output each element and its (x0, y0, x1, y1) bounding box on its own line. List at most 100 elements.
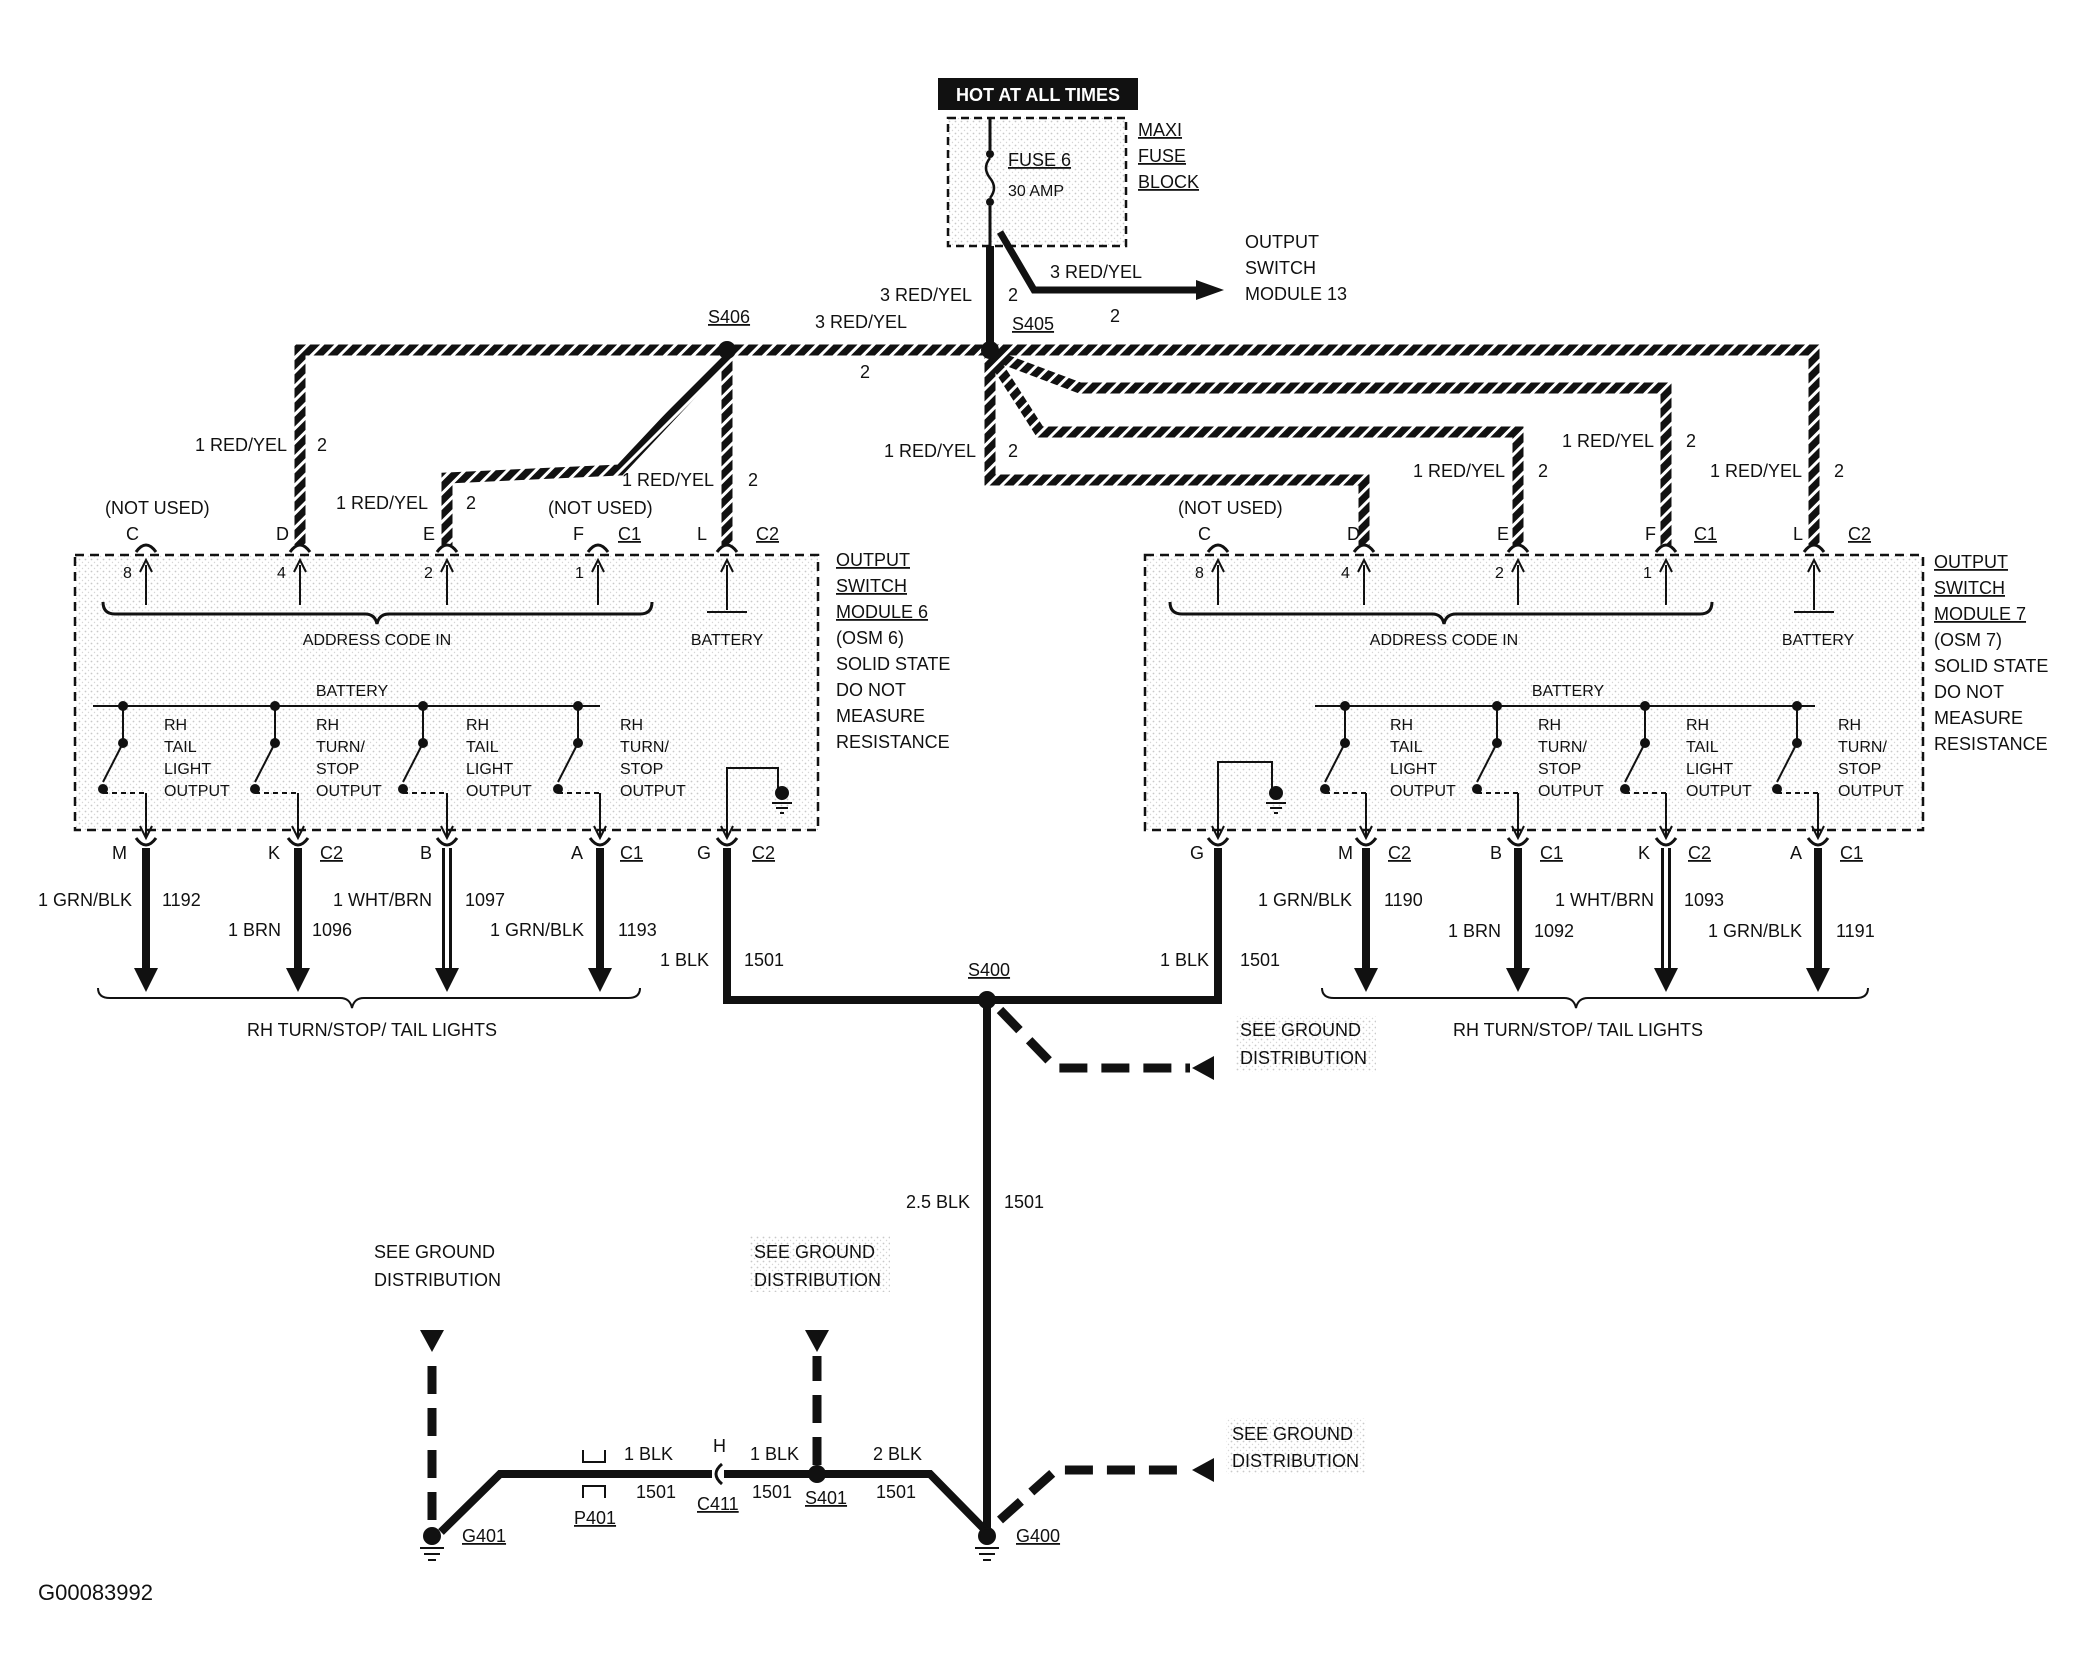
svg-text:OUTPUT: OUTPUT (466, 783, 532, 800)
osm7-lights-brace (1321, 987, 1869, 1009)
osm13-wire-label: 3 RED/YEL (1050, 262, 1142, 282)
osm7-conn-c1-top: C1 (1694, 524, 1717, 544)
osm7-tail-label-2: RH TAIL LIGHT OUTPUT (1686, 717, 1752, 800)
svg-text:OUTPUT: OUTPUT (620, 783, 686, 800)
osm13-line-3: MODULE 13 (1245, 284, 1347, 304)
osm7-pin-k: K (1638, 843, 1650, 863)
s400-ground-distribution-arrow (1192, 1056, 1214, 1080)
g400-ground-icon (975, 1527, 999, 1561)
svg-text:MEASURE: MEASURE (836, 706, 925, 726)
osm6-pin-k: K (268, 843, 280, 863)
osm7-addr-2: 2 (1495, 565, 1504, 582)
g401-label: G401 (462, 1526, 506, 1546)
s401-see-ground-2: DISTRIBUTION (754, 1270, 881, 1290)
svg-text:STOP: STOP (620, 761, 663, 778)
svg-text:RH: RH (466, 717, 489, 734)
svg-text:TAIL: TAIL (164, 739, 197, 756)
osm7-module: (NOT USED) C D E F L C1 C2 8 4 2 1 ADDRE… (1143, 498, 2048, 1040)
osm7-addr-4: 4 (1341, 565, 1350, 582)
splice-s401-label: S401 (805, 1488, 847, 1508)
osm6-lights-label: RH TURN/STOP/ TAIL LIGHTS (247, 1020, 497, 1040)
osm7-ground-wire (990, 848, 1222, 1004)
p401-symbol (582, 1450, 606, 1498)
osm6-pin-m: M (112, 843, 127, 863)
osm13-wire-circuit: 2 (1110, 306, 1120, 326)
osm6-out-m-circuit: 1192 (162, 890, 201, 910)
osm7-title: OUTPUT SWITCH MODULE 7 (OSM 7) SOLID STA… (1934, 552, 2048, 754)
osm6-out-k-wire: 1 BRN (228, 920, 281, 940)
svg-text:RH: RH (1538, 717, 1561, 734)
splice-s405 (981, 341, 999, 359)
osm7-address-code-label: ADDRESS CODE IN (1370, 632, 1518, 649)
g400-see-ground-2: DISTRIBUTION (1232, 1451, 1359, 1471)
s406-link-wire-circuit: 2 (860, 362, 870, 382)
hot-at-all-times-label: HOT AT ALL TIMES (956, 85, 1120, 105)
svg-text:SOLID STATE: SOLID STATE (836, 654, 950, 674)
osm6-ground-wire-label: 1 BLK (660, 950, 709, 970)
g400-label: G400 (1016, 1526, 1060, 1546)
osm7-turn-label-2: RH TURN/ STOP OUTPUT (1838, 717, 1904, 800)
osm6-tail-label-2: RH TAIL LIGHT OUTPUT (466, 717, 532, 800)
osm6-pin-f: F (573, 524, 584, 544)
osm6-not-used-left: (NOT USED) (105, 498, 210, 518)
osm6-pin-b: B (420, 843, 432, 863)
svg-text:SWITCH: SWITCH (836, 576, 907, 596)
osm6-ground-wire-circuit: 1501 (744, 950, 784, 970)
osm6-module: (NOT USED) (NOT USED) C D E F L C1 C2 8 … (38, 498, 950, 1040)
fuse-block-line-1: MAXI (1138, 120, 1182, 140)
osm6-battery-top-label: BATTERY (691, 632, 764, 649)
svg-text:OUTPUT: OUTPUT (1390, 783, 1456, 800)
feed-label-s405-down: 1 RED/YEL (884, 441, 976, 461)
osm7-pin-m: M (1338, 843, 1353, 863)
svg-text:(OSM 6): (OSM 6) (836, 628, 904, 648)
feed-label-osm6-d: 1 RED/YEL (195, 435, 287, 455)
osm6-lights-brace (97, 987, 641, 1009)
osm6-addr-8: 8 (123, 565, 132, 582)
osm6-internal-ground-icon (720, 767, 792, 841)
osm7-pin-b: B (1490, 843, 1502, 863)
svg-text:TURN/: TURN/ (316, 739, 365, 756)
g400-ground-distribution-wire (997, 1465, 1190, 1524)
osm7-not-used: (NOT USED) (1178, 498, 1283, 518)
svg-text:MEASURE: MEASURE (1934, 708, 2023, 728)
s400-ground-distribution-wire (996, 1006, 1190, 1073)
feed-circuit-osm7-d: 2 (1538, 461, 1548, 481)
osm6-out-a-wire: 1 GRN/BLK (490, 920, 584, 940)
osm6-out-b-wire: 1 WHT/BRN (333, 890, 432, 910)
osm6-terminal-e (435, 543, 459, 553)
osm7-terminal-d (1352, 543, 1376, 553)
s401-wire-circuit: 1501 (752, 1482, 792, 1502)
svg-text:OUTPUT: OUTPUT (164, 783, 230, 800)
feed-circuit-osm6-l: 2 (748, 470, 758, 490)
wire-to-osm13 (996, 230, 1200, 294)
g401-see-ground-1: SEE GROUND (374, 1242, 495, 1262)
svg-text:STOP: STOP (316, 761, 359, 778)
feed-circuit-osm6-e: 2 (466, 493, 476, 513)
osm7-terminal-e (1506, 543, 1530, 553)
osm7-out-b-wire: 1 BRN (1448, 921, 1501, 941)
svg-text:RH: RH (316, 717, 339, 734)
osm7-pin-a: A (1790, 843, 1802, 863)
osm6-conn-c2-bottom: C2 (752, 843, 775, 863)
s401-see-ground-1: SEE GROUND (754, 1242, 875, 1262)
svg-text:DO NOT: DO NOT (1934, 682, 2004, 702)
osm7-out-m-circuit: 1190 (1384, 890, 1423, 910)
osm7-battery-bus-label: BATTERY (1532, 683, 1605, 700)
fuse-rating: 30 AMP (1008, 183, 1064, 200)
svg-text:RESISTANCE: RESISTANCE (1934, 734, 2048, 754)
splice-s401 (808, 1465, 826, 1483)
svg-text:RH: RH (620, 717, 643, 734)
g401-ground-wire (438, 1470, 712, 1535)
osm6-pin-g: G (697, 843, 711, 863)
osm7-pin-d: D (1347, 524, 1360, 544)
osm6-terminal-c (134, 543, 158, 553)
svg-text:OUTPUT: OUTPUT (316, 783, 382, 800)
osm7-conn-c1-b: C1 (1540, 843, 1563, 863)
osm7-pin-g: G (1190, 843, 1204, 863)
svg-text:OUTPUT: OUTPUT (1934, 552, 2008, 572)
red-yel-feed-bus (294, 344, 1820, 545)
hot-at-all-times-banner (938, 78, 1138, 110)
fuse-block-line-2: FUSE (1138, 146, 1186, 166)
feed-circuit-osm7-l: 2 (1834, 461, 1844, 481)
